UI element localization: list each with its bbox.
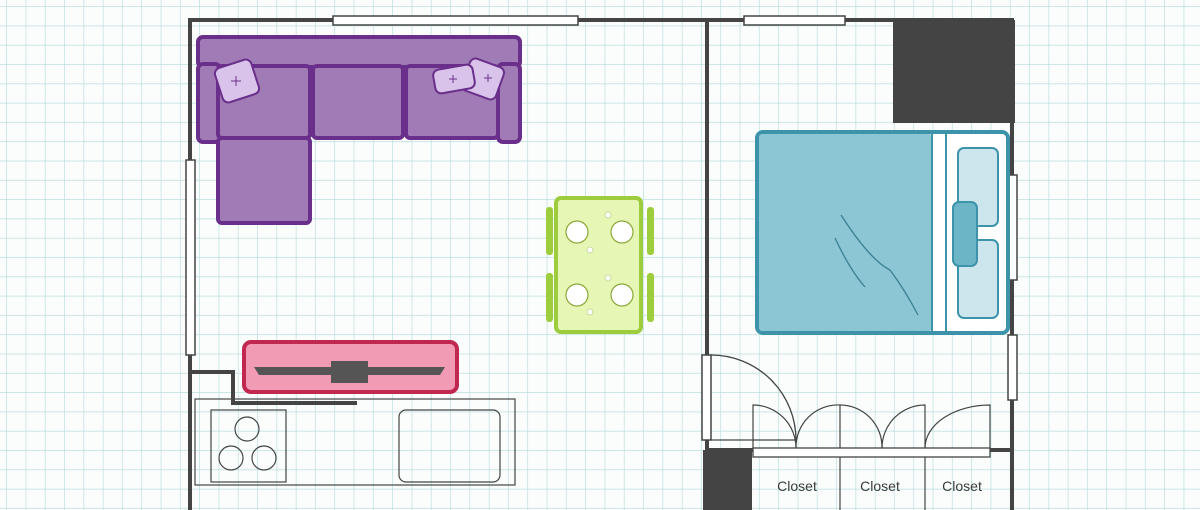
bolster-icon xyxy=(952,201,978,267)
closet-area: Closet Closet Closet xyxy=(752,404,991,510)
chair-icon xyxy=(546,207,654,322)
bed-icon[interactable] xyxy=(755,130,1010,335)
tv-stand-icon[interactable] xyxy=(242,340,459,394)
stove-icon[interactable] xyxy=(210,409,287,483)
cushion-icon xyxy=(213,57,506,104)
wall-block-bottom xyxy=(703,450,752,510)
plate-icon xyxy=(565,220,634,307)
closet-label: Closet xyxy=(942,478,982,494)
window-icon xyxy=(185,15,1018,441)
closet-door-icon[interactable] xyxy=(752,404,991,449)
closet-label: Closet xyxy=(860,478,900,494)
closet-label: Closet xyxy=(777,478,817,494)
dining-table-icon[interactable] xyxy=(546,196,654,334)
tv-icon xyxy=(331,361,368,383)
sink-icon[interactable] xyxy=(398,409,501,483)
kitchen-counter xyxy=(194,398,516,486)
wall-block-top-right xyxy=(893,20,1015,123)
